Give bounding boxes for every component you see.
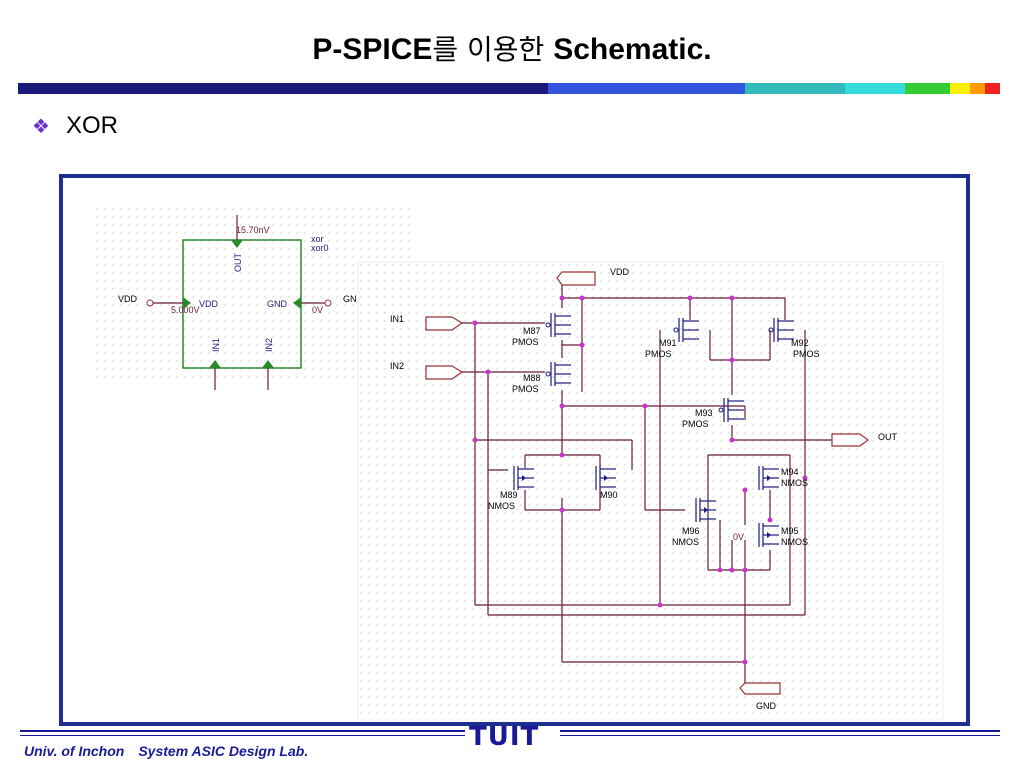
symbol-right-label: GN [343,294,357,304]
m92-type: PMOS [793,349,820,359]
vdd-label: VDD [610,267,630,277]
symbol-name: xor [311,234,324,244]
footer-rule-left-thin [20,735,465,736]
m93-type: PMOS [682,419,709,429]
probe-0v-label: 0V [733,532,744,542]
m89-name: M89 [500,490,518,500]
m94-name: M94 [781,467,799,477]
bar-teal [745,83,845,94]
m90-name: M90 [600,490,618,500]
university-logo: TUIT [469,722,540,752]
pin-gnd-label: GND [267,299,288,309]
out-label: OUT [878,432,898,442]
out-pin-marker [231,240,243,248]
m87-name: M87 [523,326,541,336]
section-label: XOR [66,112,119,139]
in2-port [425,365,464,380]
footer-text: Univ. of Inchon System ASIC Design Lab. [24,743,322,759]
bar-red [985,83,1000,94]
in1-pin-marker [209,360,221,368]
m88-name: M88 [523,373,541,383]
xor-circuit [425,271,869,695]
title-suffix: Schematic. [553,33,712,66]
m95-type: NMOS [781,537,808,547]
bar-yellow [950,83,970,94]
probe-vdd-label: 5.000V [171,305,200,315]
symbol-left-label: VDD [118,294,138,304]
m95-name: M95 [781,526,799,536]
title-korean: 를 이용한 [432,33,554,66]
gnd-terminal [324,299,332,307]
gnd-pin-marker [293,297,301,309]
m91-name: M91 [659,338,677,348]
vdd-terminal [146,299,154,307]
in2-label: IN2 [390,361,404,371]
pin-vdd-label: VDD [199,299,219,309]
footer-lab: System ASIC Design Lab. [138,743,309,759]
bar-green [905,83,950,94]
in1-port [425,316,464,331]
bar-navy [18,83,548,94]
m96-name: M96 [682,526,700,536]
circuit-grid [358,262,943,720]
in2-pin-marker [262,360,274,368]
bar-orange [970,83,985,94]
pin-out-label: OUT [233,253,243,273]
pin-in1-label: IN1 [211,338,221,352]
bar-cyan [845,83,905,94]
vdd-pin-marker [183,297,191,309]
m94-type: NMOS [781,478,808,488]
m87-type: PMOS [512,337,539,347]
title-color-bar [18,83,1000,94]
symbol-instance: xor0 [311,243,329,253]
bar-blue [548,83,745,94]
circuit-sheet [357,261,944,721]
m88-type: PMOS [512,384,539,394]
m91-type: PMOS [645,349,672,359]
probe-gnd-label: 0V [312,305,323,315]
m96-type: NMOS [672,537,699,547]
footer-rule-left [20,730,465,732]
pin-in2-label: IN2 [264,338,274,352]
title-prefix: P-SPICE [312,33,433,66]
footer-rule-right-thin [560,735,1000,736]
gnd-label: GND [756,701,777,711]
m93-name: M93 [695,408,713,418]
bullet-icon: ❖ [32,116,50,138]
out-port [831,433,869,447]
footer-university: Univ. of Inchon [24,743,125,759]
xor-symbol: 15.70nV xor xor0 OUT VDD GND IN1 IN2 VDD… [118,215,357,390]
in1-label: IN1 [390,314,404,324]
slide-title: P-SPICE를 이용한 Schematic. [0,28,1024,68]
probe-out-label: 15.70nV [236,225,270,235]
gnd-port [739,682,781,695]
vdd-port [556,271,596,286]
m89-type: NMOS [488,501,515,511]
m92-name: M92 [791,338,809,348]
junction-nodes [472,295,808,665]
footer-rule-right [560,730,1000,732]
